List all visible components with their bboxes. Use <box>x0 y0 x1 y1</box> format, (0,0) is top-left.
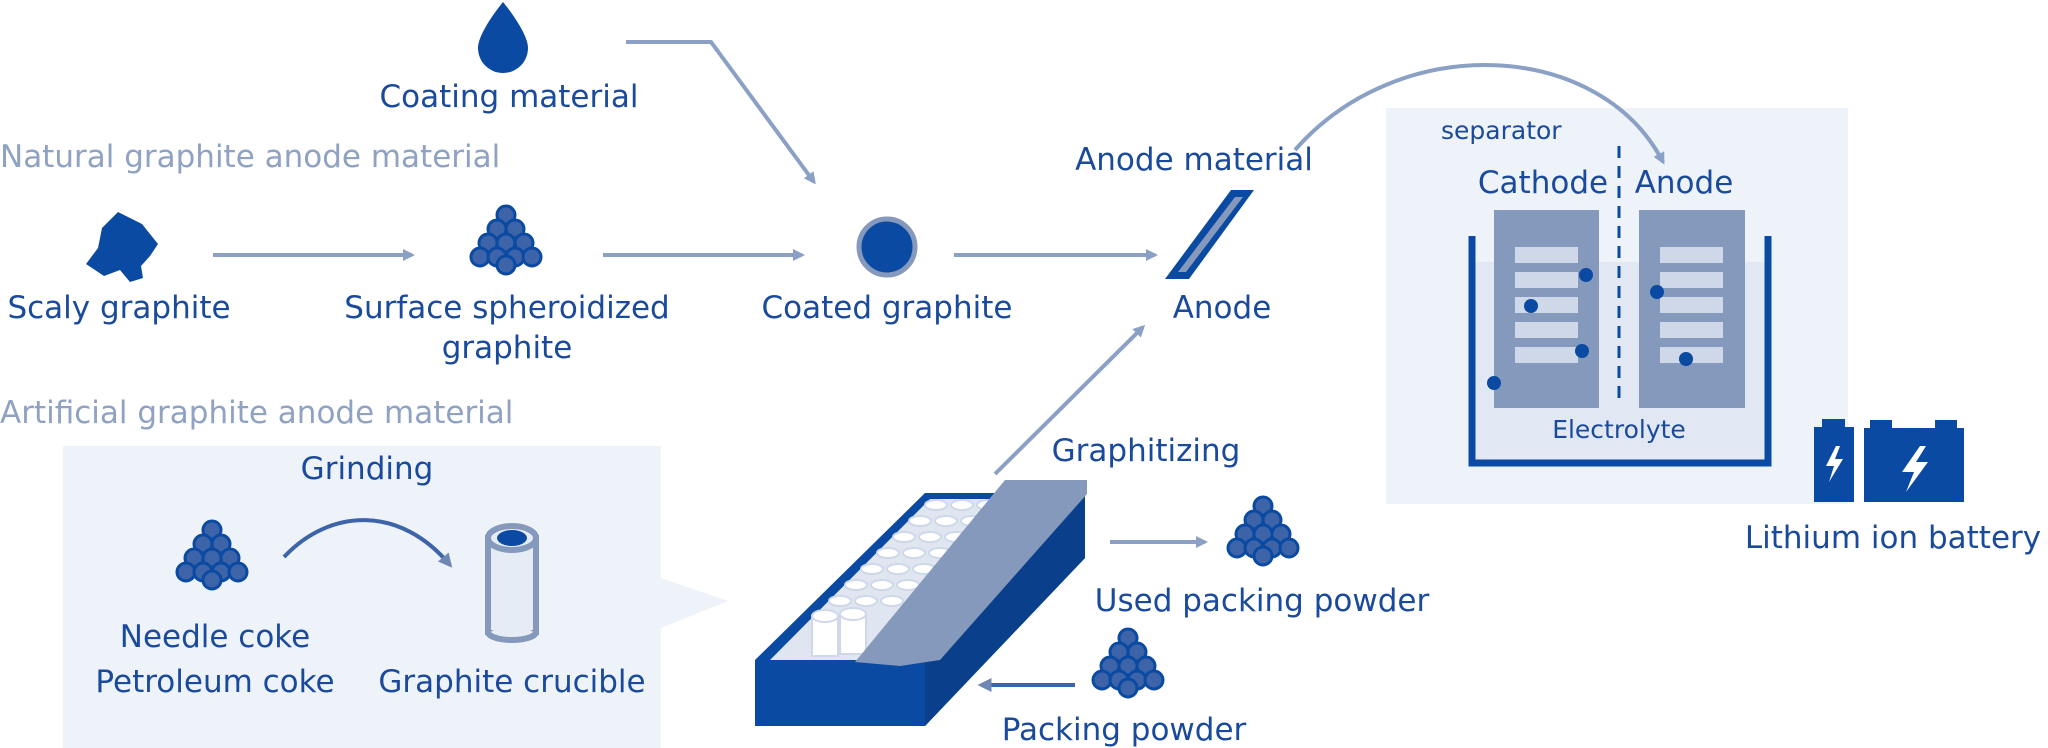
anode-label: Anode <box>1173 290 1272 326</box>
lithium-ion-battery-label: Lithium ion battery <box>1745 520 2041 556</box>
electrolyte-container <box>1468 236 1772 467</box>
coated-graphite-label: Coated graphite <box>762 290 1013 326</box>
anode-electrode <box>1639 210 1745 408</box>
lithium-ions <box>1487 268 1693 390</box>
anode-material-label: Anode material <box>1075 142 1313 178</box>
battery-icon <box>1814 419 1964 502</box>
arrow-furnace-to-anode <box>993 324 1146 476</box>
battery-anode-label: Anode <box>1635 165 1734 201</box>
scaly-graphite-label: Scaly graphite <box>7 290 230 326</box>
furnace-icon <box>755 480 1087 726</box>
panel-callout <box>661 578 728 628</box>
packing-powder-icon <box>1091 627 1165 699</box>
needle-coke-label: Needle coke <box>120 619 310 655</box>
electrolyte-label: Electrolyte <box>1552 415 1686 444</box>
spheroidized-label-line2: graphite <box>442 330 573 366</box>
section-natural: Natural graphite anode material <box>0 139 500 175</box>
crucible-icon <box>485 523 539 643</box>
arc-anode-to-battery <box>1293 63 1665 165</box>
spheroidized-label-line1: Surface spheroidized <box>344 290 669 326</box>
used-packing-powder-label: Used packing powder <box>1095 583 1430 619</box>
packing-powder-label: Packing powder <box>1002 712 1247 748</box>
section-artificial: Artificial graphite anode material <box>0 395 513 431</box>
water-drop-icon <box>478 2 528 73</box>
cathode-label: Cathode <box>1478 165 1608 201</box>
scaly-graphite-icon <box>86 212 158 282</box>
artificial-panel <box>63 446 661 748</box>
used-packing-powder-icon <box>1226 495 1300 567</box>
grinding-arrow <box>282 518 453 568</box>
graphitizing-label: Graphitizing <box>1052 433 1241 469</box>
spheroidized-graphite-icon <box>469 204 543 276</box>
petroleum-coke-label: Petroleum coke <box>95 664 334 700</box>
coated-sphere-icon <box>856 216 918 278</box>
coating-arrow <box>626 40 816 185</box>
separator-label: separator <box>1441 116 1562 145</box>
graphite-crucible-label: Graphite crucible <box>378 664 645 700</box>
coating-material-label: Coating material <box>380 79 639 115</box>
grinding-label: Grinding <box>301 451 434 487</box>
anode-plate-stripe <box>1178 197 1243 272</box>
cathode-electrode <box>1494 210 1599 408</box>
